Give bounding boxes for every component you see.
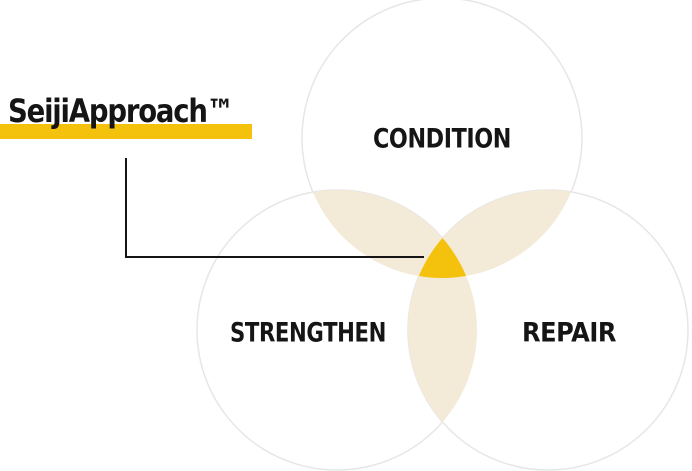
brand-title: SeijiApproach™ xyxy=(0,86,290,146)
title-text: SeijiApproach™ xyxy=(8,92,234,130)
label-strengthen: STRENGTHEN xyxy=(230,318,386,349)
label-repair: REPAIR xyxy=(522,318,617,349)
connector-line xyxy=(125,158,424,258)
overlap-condition-repair xyxy=(408,190,582,278)
label-condition: CONDITION xyxy=(373,124,511,155)
overlap-condition-strengthen xyxy=(302,190,477,278)
title-highlight-bar xyxy=(0,124,252,139)
